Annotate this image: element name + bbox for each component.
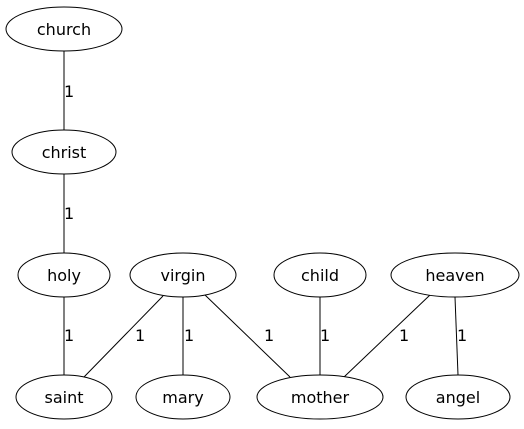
node-ellipse <box>273 252 367 298</box>
node-label: virgin <box>161 266 206 285</box>
node-virgin: virgin <box>129 252 237 298</box>
edge-heaven-mother: 1 <box>343 294 431 378</box>
node-label: angel <box>436 388 480 407</box>
edge-line <box>204 294 291 378</box>
node-label: christ <box>42 143 87 162</box>
node-mary: mary <box>135 374 231 420</box>
node-label: holy <box>47 266 81 285</box>
node-saint: saint <box>15 374 113 420</box>
edge-line <box>83 295 164 378</box>
edge-child-mother: 1 <box>319 297 330 375</box>
edge-label: 1 <box>184 326 194 345</box>
edge-label: 1 <box>135 326 145 345</box>
nodes-layer: church christ holy virgin child heaven saint ma… <box>5 6 520 420</box>
node-christ: christ <box>11 129 117 175</box>
node-church: church <box>5 6 123 52</box>
edge-label: 1 <box>64 326 74 345</box>
node-label: heaven <box>425 266 484 285</box>
node-label: church <box>37 20 91 39</box>
node-angel: angel <box>405 374 511 420</box>
edge-virgin-mother: 1 <box>204 294 291 378</box>
node-label: mother <box>291 388 350 407</box>
edge-label: 1 <box>64 82 74 101</box>
node-child: child <box>273 252 367 298</box>
node-label: child <box>301 266 339 285</box>
edge-label: 1 <box>264 326 274 345</box>
node-ellipse <box>256 374 384 420</box>
node-holy: holy <box>17 252 111 298</box>
edge-christ-holy: 1 <box>63 174 74 253</box>
node-heaven: heaven <box>390 252 520 298</box>
edges-layer: 1 1 1 1 1 1 1 1 1 <box>63 51 467 378</box>
node-mother: mother <box>256 374 384 420</box>
node-label: mary <box>162 388 203 407</box>
edge-label: 1 <box>320 326 330 345</box>
node-ellipse <box>15 374 113 420</box>
edge-holy-saint: 1 <box>63 297 74 375</box>
node-label: saint <box>45 388 84 407</box>
node-ellipse <box>5 6 123 52</box>
node-ellipse <box>390 252 520 298</box>
edge-label: 1 <box>399 326 409 345</box>
edge-line <box>343 294 431 378</box>
edge-church-christ: 1 <box>63 51 74 130</box>
node-ellipse <box>129 252 237 298</box>
node-ellipse <box>405 374 511 420</box>
edge-line <box>454 296 459 376</box>
edge-virgin-saint: 1 <box>83 295 164 378</box>
node-ellipse <box>17 252 111 298</box>
edge-label: 1 <box>64 204 74 223</box>
node-ellipse <box>135 374 231 420</box>
node-ellipse <box>11 129 117 175</box>
edge-virgin-mary: 1 <box>182 297 194 375</box>
edge-label: 1 <box>457 326 467 345</box>
edge-heaven-angel: 1 <box>454 296 467 376</box>
